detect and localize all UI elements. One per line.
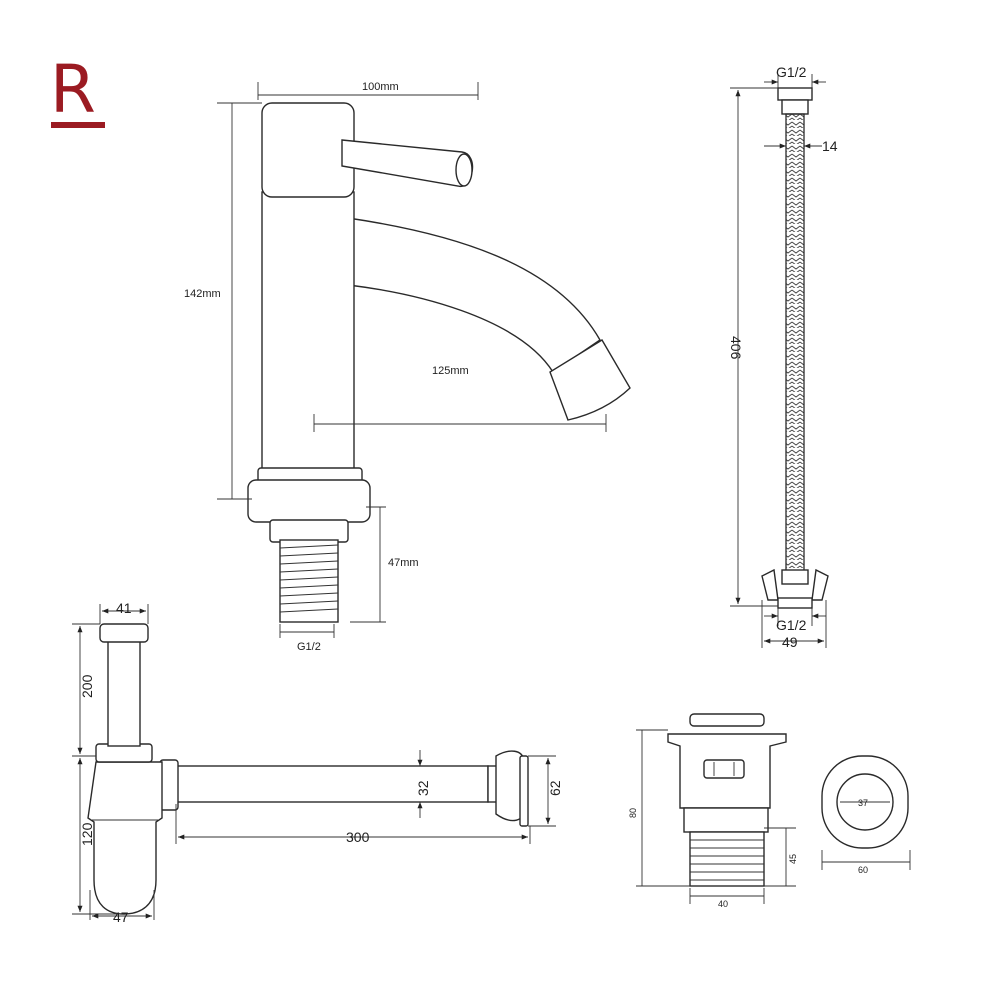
faucet-width-label: 100mm: [362, 81, 399, 93]
trap-tube-height-label: 200: [79, 674, 95, 698]
faucet-height-label: 142mm: [184, 288, 221, 300]
hose-drawing: G1/2 14 406 G1/2 49: [728, 64, 838, 650]
trap-inlet-tube: [107, 639, 141, 747]
faucet-handle: [341, 139, 474, 188]
faucet-reach-label: 125mm: [432, 365, 469, 377]
drain-thread-lines: [690, 839, 764, 881]
drain-drawing: 80 45 40 37 60: [628, 713, 911, 909]
hose-braid: [785, 113, 805, 573]
trap-flange-height-label: 62: [547, 780, 563, 796]
drain-height-label: 80: [628, 808, 638, 818]
faucet-handle-end: [455, 153, 473, 187]
logo-letter: R: [50, 51, 96, 128]
faucet-thread-label: G1/2: [297, 641, 321, 653]
trap-top-flange: [99, 623, 149, 643]
trap-body-width-label: 47: [113, 909, 129, 925]
faucet-drawing: 100mm 142mm 125mm 47mm G1/2: [184, 81, 631, 653]
trap-flange-plate: [519, 755, 529, 827]
drain-overflow-slot: [703, 759, 745, 779]
brand-logo: R: [50, 51, 105, 128]
drain-thread: [689, 831, 765, 887]
faucet-nut: [269, 519, 349, 543]
hose-length-label: 406: [728, 336, 744, 360]
hose-nut-width-label: 49: [782, 634, 798, 650]
drain-nut: [683, 807, 769, 833]
drain-outer-diameter-label: 60: [858, 865, 868, 875]
faucet-thread-lines: [279, 544, 339, 613]
trap-pipe-diameter-label: 32: [415, 780, 431, 796]
hose-top-thread-label: G1/2: [776, 64, 807, 80]
drain-thread-height-label: 45: [788, 854, 798, 864]
trap-bottle-body: [87, 761, 163, 915]
trap-body-height-label: 120: [79, 822, 95, 846]
logo-underline: [51, 122, 105, 128]
trap-outlet-pipe: [175, 765, 489, 803]
trap-drawing: 41 200 120 47 32 300 62: [72, 600, 563, 925]
hose-top-ferrule: [781, 99, 809, 115]
faucet-cap: [261, 102, 355, 198]
trap-pipe-length-label: 300: [346, 829, 370, 845]
hose-bottom-washer: [777, 597, 813, 609]
trap-top-width-label: 41: [116, 600, 132, 616]
drain-cap: [689, 713, 765, 727]
trap-top-nut: [95, 743, 153, 763]
drain-inner-diameter-label: 37: [858, 798, 868, 808]
faucet-base: [247, 479, 371, 523]
hose-top-nut: [777, 87, 813, 101]
hose-bottom-ferrule: [781, 569, 809, 585]
drain-thread-width-label: 40: [718, 899, 728, 909]
hose-bottom-thread-label: G1/2: [776, 617, 807, 633]
faucet-body: [261, 191, 355, 471]
faucet-thread-length-label: 47mm: [388, 557, 419, 569]
faucet-aerator: [549, 339, 631, 421]
hose-diameter-label: 14: [822, 138, 838, 154]
